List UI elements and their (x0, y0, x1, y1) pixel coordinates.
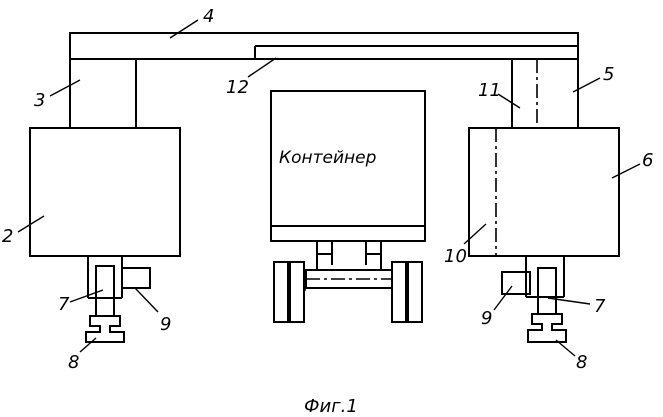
label-2: 2 (2, 226, 13, 247)
right-block (469, 128, 619, 256)
leader-lines (18, 20, 640, 356)
right-drive (502, 256, 564, 314)
right-rail (528, 314, 566, 342)
label-3: 3 (34, 90, 45, 111)
inner-beam (255, 46, 578, 59)
right-leg (512, 59, 578, 128)
left-block (30, 128, 180, 256)
vehicle (274, 241, 422, 322)
label-10: 10 (444, 246, 467, 267)
label-12: 12 (226, 77, 249, 98)
label-7-right: 7 (594, 296, 606, 317)
label-9-left: 9 (160, 314, 171, 335)
label-5: 5 (603, 64, 614, 85)
label-8-left: 8 (68, 352, 79, 373)
label-4: 4 (203, 6, 214, 27)
container-label: Контейнер (279, 148, 377, 168)
left-rail (86, 316, 124, 342)
label-8-right: 8 (576, 352, 587, 373)
label-11: 11 (478, 80, 501, 101)
left-drive (88, 256, 150, 316)
label-7-left: 7 (58, 294, 70, 315)
figure-caption: Фиг.1 (304, 396, 358, 417)
left-leg (70, 59, 136, 128)
label-6: 6 (642, 150, 653, 171)
label-9-right: 9 (481, 308, 492, 329)
